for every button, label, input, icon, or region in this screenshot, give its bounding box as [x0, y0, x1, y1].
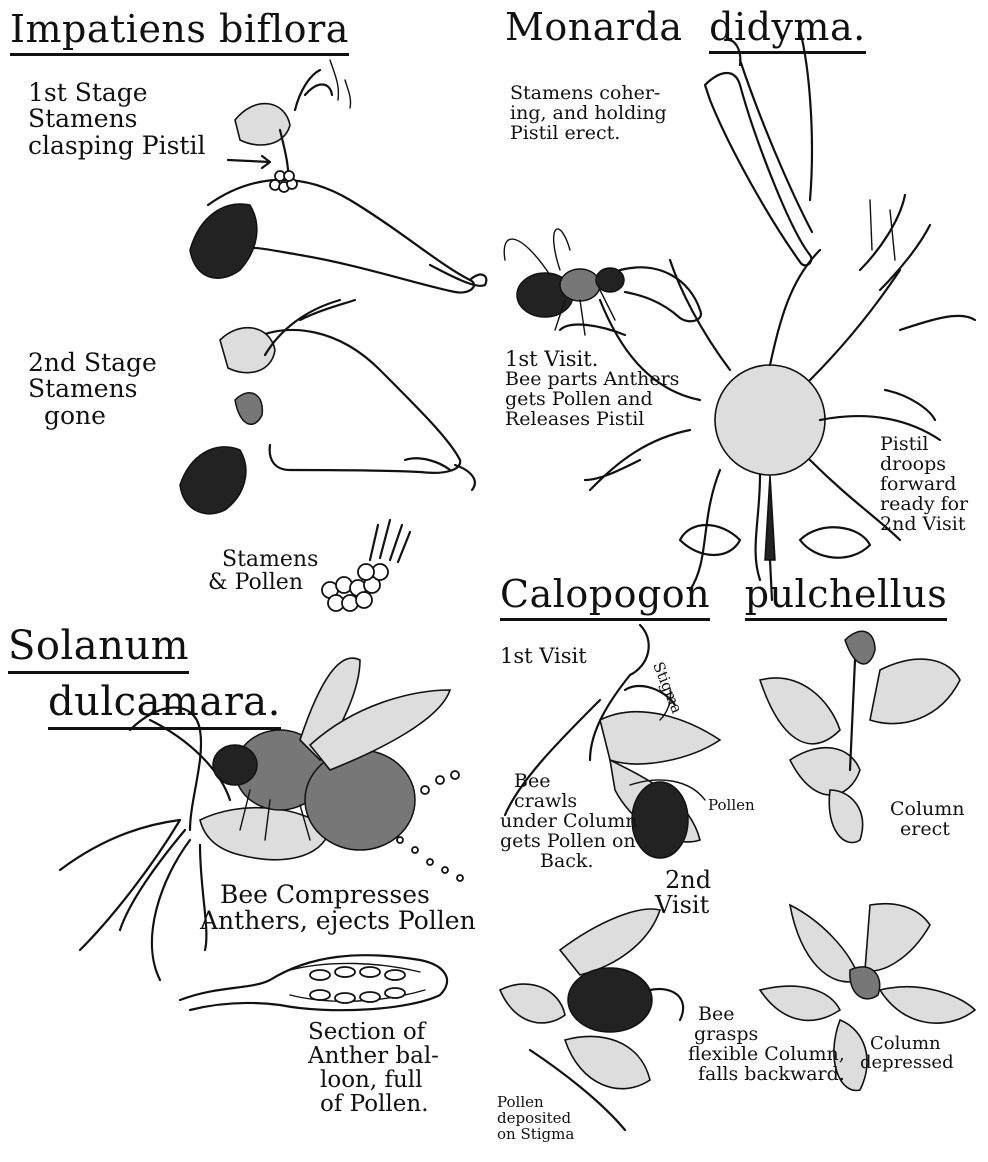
bee-grasps-note: Bee grasps flexible Column, falls backwa…	[688, 1005, 845, 1085]
monarda-stamens-line1: Stamens coher-	[510, 84, 667, 104]
crawls-line5: Back.	[500, 852, 638, 872]
grasps-line1: Bee	[688, 1005, 845, 1025]
solanum-section-note: Section of Anther bal- loon, full of Pol…	[308, 1020, 439, 1117]
deposited-line3: on Stigma	[497, 1127, 574, 1143]
erect-line1: Column	[890, 800, 965, 820]
pistil-line2: droops	[880, 455, 968, 475]
impatiens-title-text: Impatiens biflora	[10, 7, 349, 56]
solanum-bee-line1: Bee Compresses	[200, 882, 476, 908]
stamens-pollen-line2: & Pollen	[208, 571, 318, 594]
calopogon-visit2-label: 2nd Visit	[655, 868, 711, 918]
impatiens-stage1-label: 1st Stage Stamens clasping Pistil	[28, 80, 205, 159]
impatiens-stage2-flower	[180, 300, 475, 514]
stage1-arrow	[228, 156, 270, 168]
impatiens-stage1-flower	[190, 60, 486, 293]
erect-line2: erect	[890, 820, 965, 840]
column-erect-note: Column erect	[890, 800, 965, 840]
crawls-line3: under Column	[500, 812, 638, 832]
pistil-line5: 2nd Visit	[880, 515, 968, 535]
pistil-line1: Pistil	[880, 435, 968, 455]
stage2-line2: Stamens	[28, 376, 157, 402]
pistil-line3: forward	[880, 475, 968, 495]
monarda-title: Monarda didyma.	[505, 8, 866, 48]
monarda-bee	[504, 229, 701, 335]
stage2-line1: 2nd Stage	[28, 350, 157, 376]
crawls-line4: gets Pollen on	[500, 832, 638, 852]
monarda-visit1-note: 1st Visit. Bee parts Anthers gets Pollen…	[505, 348, 679, 430]
solanum-title-species: dulcamara.	[48, 679, 281, 730]
column-depressed-note: Column depressed	[860, 1035, 954, 1073]
monarda-visit1-line1: 1st Visit.	[505, 348, 679, 370]
stage1-line2: Stamens	[28, 106, 205, 132]
stamens-and-pollen-sketch	[322, 520, 410, 611]
monarda-title-genus: Monarda	[505, 5, 683, 49]
monarda-stamens-line2: ing, and holding	[510, 104, 667, 124]
anther-section-sketch	[180, 955, 447, 1010]
calopogon-title-genus: Calopogon	[500, 572, 710, 621]
monarda-pistil-note: Pistil droops forward ready for 2nd Visi…	[880, 435, 968, 535]
monarda-visit1-line2: Bee parts Anthers	[505, 370, 679, 390]
solanum-title-genus: Solanum	[8, 623, 189, 674]
section-line2: Anther bal-	[308, 1044, 439, 1068]
grasps-line4: falls backward.	[688, 1065, 845, 1085]
pollen-label: Pollen	[708, 798, 755, 814]
section-line3: loon, full	[308, 1068, 439, 1092]
visit2-line1: 2nd	[655, 868, 711, 893]
monarda-visit1-line4: Releases Pistil	[505, 410, 679, 430]
monarda-stamens-closeup	[705, 30, 812, 265]
section-line4: of Pollen.	[308, 1092, 439, 1116]
depressed-line2: depressed	[860, 1054, 954, 1073]
calopogon-title-species: pulchellus	[745, 572, 947, 621]
impatiens-stage2-label: 2nd Stage Stamens gone	[28, 350, 157, 429]
calopogon-title: Calopogon pulchellus	[500, 575, 947, 615]
monarda-title-species: didyma.	[709, 5, 866, 54]
solanum-bee-note: Bee Compresses Anthers, ejects Pollen	[200, 882, 476, 935]
crawls-line1: Bee	[500, 772, 638, 792]
stamens-pollen-line1: Stamens	[208, 548, 318, 571]
crawls-line2: crawls	[500, 792, 638, 812]
impatiens-title: Impatiens biflora	[10, 10, 349, 50]
monarda-visit1-line3: gets Pollen and	[505, 390, 679, 410]
calopogon-bee-crawls-note: Bee crawls under Column gets Pollen on B…	[500, 772, 638, 872]
monarda-stamens-line3: Pistil erect.	[510, 124, 667, 144]
stage1-line1: 1st Stage	[28, 80, 205, 106]
stage1-line3: clasping Pistil	[28, 133, 205, 159]
section-line1: Section of	[308, 1020, 439, 1044]
stage2-line3: gone	[28, 403, 157, 429]
solanum-bee-line2: Anthers, ejects Pollen	[200, 908, 476, 934]
monarda-stamens-note: Stamens coher- ing, and holding Pistil e…	[510, 84, 667, 144]
solanum-title: Solanum dulcamara.	[8, 625, 281, 723]
grasps-line3: flexible Column,	[688, 1045, 845, 1065]
calopogon-visit1-label: 1st Visit	[500, 645, 587, 667]
pistil-line4: ready for	[880, 495, 968, 515]
grasps-line2: grasps	[688, 1025, 845, 1045]
pollen-deposited-note: Pollen deposited on Stigma	[497, 1095, 574, 1142]
stamens-pollen-label: Stamens & Pollen	[208, 548, 318, 594]
visit2-line2: Visit	[655, 893, 711, 918]
